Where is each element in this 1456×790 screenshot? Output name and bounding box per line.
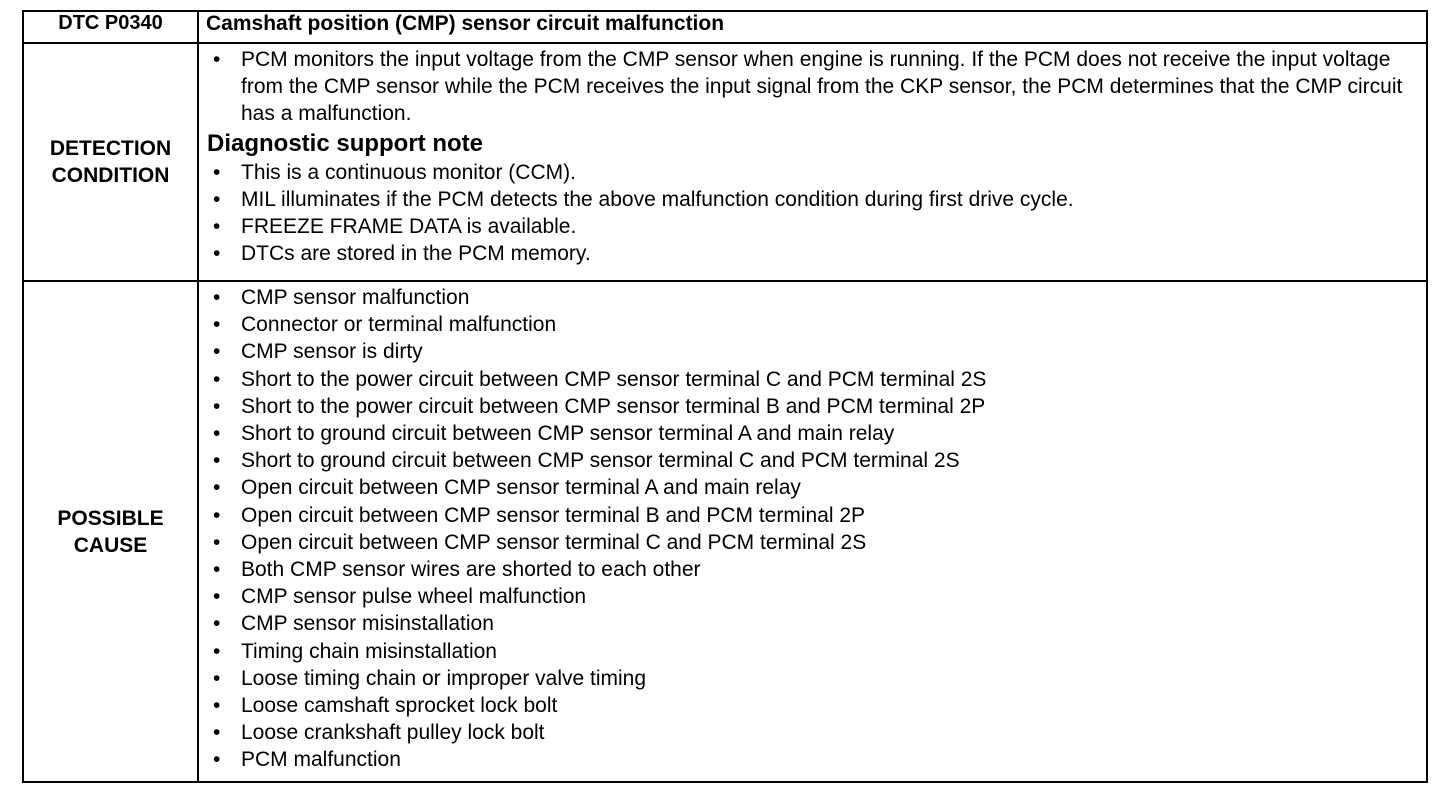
- support-note-list: This is a continuous monitor (CCM). MIL …: [207, 159, 1420, 268]
- cause-label-line1: POSSIBLE: [57, 506, 164, 530]
- possible-cause-content: CMP sensor malfunction Connector or term…: [197, 280, 1428, 783]
- possible-cause-label: POSSIBLE CAUSE: [22, 280, 199, 783]
- support-note-heading: Diagnostic support note: [207, 129, 483, 157]
- cause-item: CMP sensor misinstallation: [207, 610, 1420, 637]
- support-note-item: FREEZE FRAME DATA is available.: [207, 213, 1420, 240]
- cause-item: Open circuit between CMP sensor terminal…: [207, 474, 1420, 501]
- possible-cause-row: POSSIBLE CAUSE CMP sensor malfunction Co…: [22, 280, 1428, 783]
- possible-cause-list: CMP sensor malfunction Connector or term…: [207, 284, 1420, 774]
- cause-item: Open circuit between CMP sensor terminal…: [207, 529, 1420, 556]
- support-note-item: DTCs are stored in the PCM memory.: [207, 240, 1420, 267]
- detection-condition-row: DETECTION CONDITION PCM monitors the inp…: [22, 42, 1428, 282]
- support-note-item: MIL illuminates if the PCM detects the a…: [207, 186, 1420, 213]
- cause-item: Loose timing chain or improper valve tim…: [207, 665, 1420, 692]
- dtc-code: DTC P0340: [22, 10, 199, 44]
- header-row: DTC P0340 Camshaft position (CMP) sensor…: [22, 10, 1428, 44]
- cause-item: CMP sensor pulse wheel malfunction: [207, 583, 1420, 610]
- cause-item: Loose camshaft sprocket lock bolt: [207, 692, 1420, 719]
- detection-label-line1: DETECTION: [49, 137, 172, 160]
- detection-condition-content: PCM monitors the input voltage from the …: [197, 42, 1428, 282]
- cause-item: Connector or terminal malfunction: [207, 311, 1420, 338]
- cause-item: Short to the power circuit between CMP s…: [207, 393, 1420, 420]
- support-note-item: This is a continuous monitor (CCM).: [207, 159, 1420, 186]
- cause-item: Timing chain misinstallation: [207, 638, 1420, 665]
- detection-intro-list: PCM monitors the input voltage from the …: [207, 46, 1420, 128]
- cause-item: CMP sensor malfunction: [207, 284, 1420, 311]
- dtc-title: Camshaft position (CMP) sensor circuit m…: [197, 10, 1428, 44]
- detection-intro-item: PCM monitors the input voltage from the …: [207, 46, 1420, 128]
- cause-item: PCM malfunction: [207, 746, 1420, 773]
- cause-item: Open circuit between CMP sensor terminal…: [207, 502, 1420, 529]
- cause-item: Short to ground circuit between CMP sens…: [207, 420, 1420, 447]
- cause-item: Short to the power circuit between CMP s…: [207, 366, 1420, 393]
- detection-label-line2: CONDITION: [51, 164, 170, 187]
- cause-item: Both CMP sensor wires are shorted to eac…: [207, 556, 1420, 583]
- cause-label-line2: CAUSE: [73, 533, 148, 557]
- cause-item: Loose crankshaft pulley lock bolt: [207, 719, 1420, 746]
- dtc-table: DTC P0340 Camshaft position (CMP) sensor…: [22, 10, 1428, 783]
- cause-item: CMP sensor is dirty: [207, 338, 1420, 365]
- cause-item: Short to ground circuit between CMP sens…: [207, 447, 1420, 474]
- detection-condition-label: DETECTION CONDITION: [22, 42, 199, 282]
